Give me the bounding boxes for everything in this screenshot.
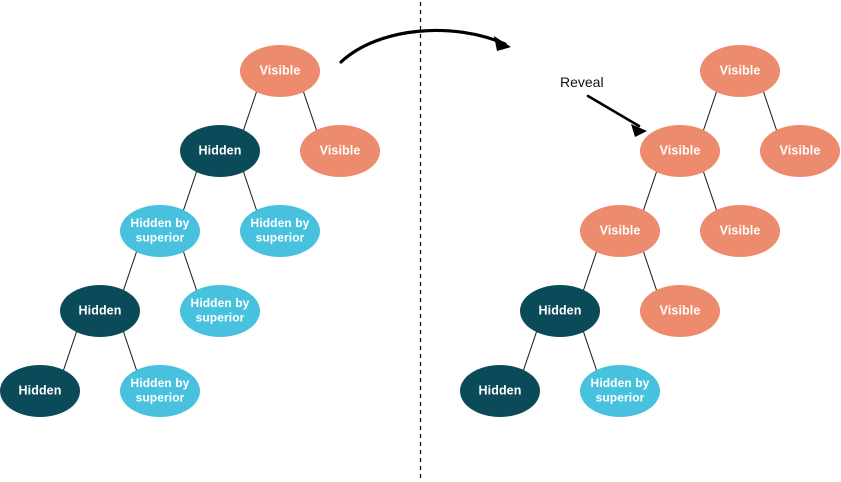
node-ellipse[interactable] (300, 125, 380, 177)
node-ellipse[interactable] (580, 205, 660, 257)
reveal-arrow-shaft (586, 94, 641, 128)
node-ellipse[interactable] (120, 365, 200, 417)
node-ellipse[interactable] (180, 285, 260, 337)
tree-edge (522, 331, 538, 371)
node-ellipse[interactable] (60, 285, 140, 337)
reveal-annotation-label: Reveal (560, 74, 604, 90)
tree-edge (62, 331, 78, 371)
tree-edge (182, 251, 198, 291)
tree-node-visible[interactable]: Visible (240, 45, 320, 97)
tree-edge (642, 171, 658, 211)
left-tree-edges (62, 91, 318, 371)
tree-node-visible[interactable]: Visible (640, 285, 720, 337)
node-ellipse[interactable] (180, 125, 260, 177)
tree-node-visible[interactable]: Visible (580, 205, 660, 257)
tree-edge (702, 91, 718, 131)
tree-node-visible[interactable]: Visible (700, 45, 780, 97)
tree-node-hidden[interactable]: Hidden (60, 285, 140, 337)
tree-edge (582, 251, 598, 291)
node-ellipse[interactable] (640, 125, 720, 177)
tree-edge (762, 91, 778, 131)
right-tree-edges (522, 91, 778, 371)
tree-node-hidden[interactable]: Hidden (0, 365, 80, 417)
node-ellipse[interactable] (120, 205, 200, 257)
tree-edge (182, 171, 198, 211)
tree-edge (642, 251, 658, 291)
tree-edge (122, 251, 138, 291)
tree-edge (302, 91, 318, 131)
node-ellipse[interactable] (700, 45, 780, 97)
transition-arrow-head (494, 36, 511, 51)
tree-node-visible[interactable]: Visible (640, 125, 720, 177)
tree-edge (122, 331, 138, 371)
node-ellipse[interactable] (0, 365, 80, 417)
tree-edge (242, 171, 258, 211)
node-ellipse[interactable] (760, 125, 840, 177)
reveal-arrow-head (631, 124, 647, 137)
node-ellipse[interactable] (240, 45, 320, 97)
node-ellipse[interactable] (520, 285, 600, 337)
tree-node-hidden[interactable]: Hidden (180, 125, 260, 177)
node-ellipse[interactable] (460, 365, 540, 417)
tree-edge (582, 331, 598, 371)
node-ellipse[interactable] (240, 205, 320, 257)
tree-node-hidden[interactable]: Hidden (520, 285, 600, 337)
node-ellipse[interactable] (640, 285, 720, 337)
node-ellipse[interactable] (580, 365, 660, 417)
tree-node-hidden[interactable]: Hidden (460, 365, 540, 417)
tree-node-visible[interactable]: Visible (700, 205, 780, 257)
tree-edge (702, 171, 718, 211)
transition-arrow-curve (339, 28, 507, 64)
tree-edge (242, 91, 258, 131)
node-ellipse[interactable] (700, 205, 780, 257)
tree-node-visible[interactable]: Visible (300, 125, 380, 177)
tree-node-visible[interactable]: Visible (760, 125, 840, 177)
